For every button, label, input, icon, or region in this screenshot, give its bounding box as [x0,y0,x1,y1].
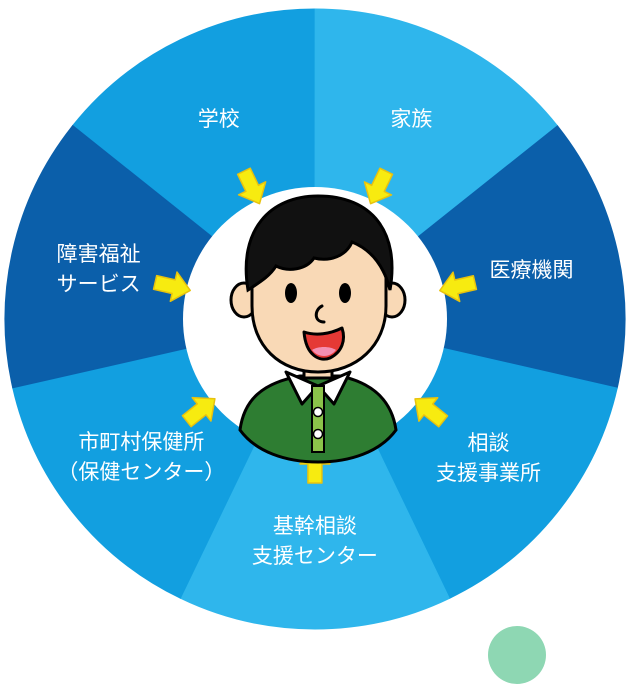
child-eye-left [285,283,297,303]
label-core-center: 基幹相談支援センター [252,511,378,571]
arrow-medical-icon [439,271,478,303]
label-welfare-line: サービス [56,272,141,297]
label-health-center: 市町村保健所 （保健センター） [57,427,225,487]
label-school-line: 学校 [197,106,240,131]
label-family: 家族 [390,104,432,134]
label-consultation-office-line: 支援事業所 [435,460,541,485]
child-button-2 [312,428,324,440]
label-health-center-line: 市町村保健所 [78,430,205,455]
child-button-1 [312,406,324,418]
arrow-consultation-office-icon [414,396,449,428]
label-school: 学校 [198,104,240,134]
support-wheel [4,8,626,630]
child-collar [284,370,320,406]
child-collar-right [316,370,352,406]
decorative-green-shape [488,626,546,684]
label-medical-line: 医療機関 [489,257,574,282]
label-core-center-line: 支援センター [251,544,378,568]
child-illustration [229,194,407,464]
child-hair [244,194,394,293]
arrow-welfare-icon [152,271,191,303]
support-network-diagram: 学校 家族医療機関相談支援事業所基幹相談支援センター 市町村保健所 （保健センター） 障… [4,8,626,630]
label-welfare: 障害福祉サービス [57,239,141,299]
label-health-center-line: （保健センター） [57,460,226,485]
child-eye-right [339,283,351,303]
child-tongue [312,347,336,356]
arrow-school-icon [236,167,267,205]
arrow-health-center-icon [181,396,216,428]
label-family-line: 家族 [390,107,433,132]
label-consultation-office-line: 相談 [467,430,510,455]
arrow-family-icon [363,167,394,205]
child-nose [314,304,326,324]
label-core-center-line: 基幹相談 [272,514,357,538]
label-medical: 医療機関 [489,255,573,285]
label-consultation-office: 相談支援事業所 [436,428,541,488]
label-welfare-line: 障害福祉 [56,242,141,267]
